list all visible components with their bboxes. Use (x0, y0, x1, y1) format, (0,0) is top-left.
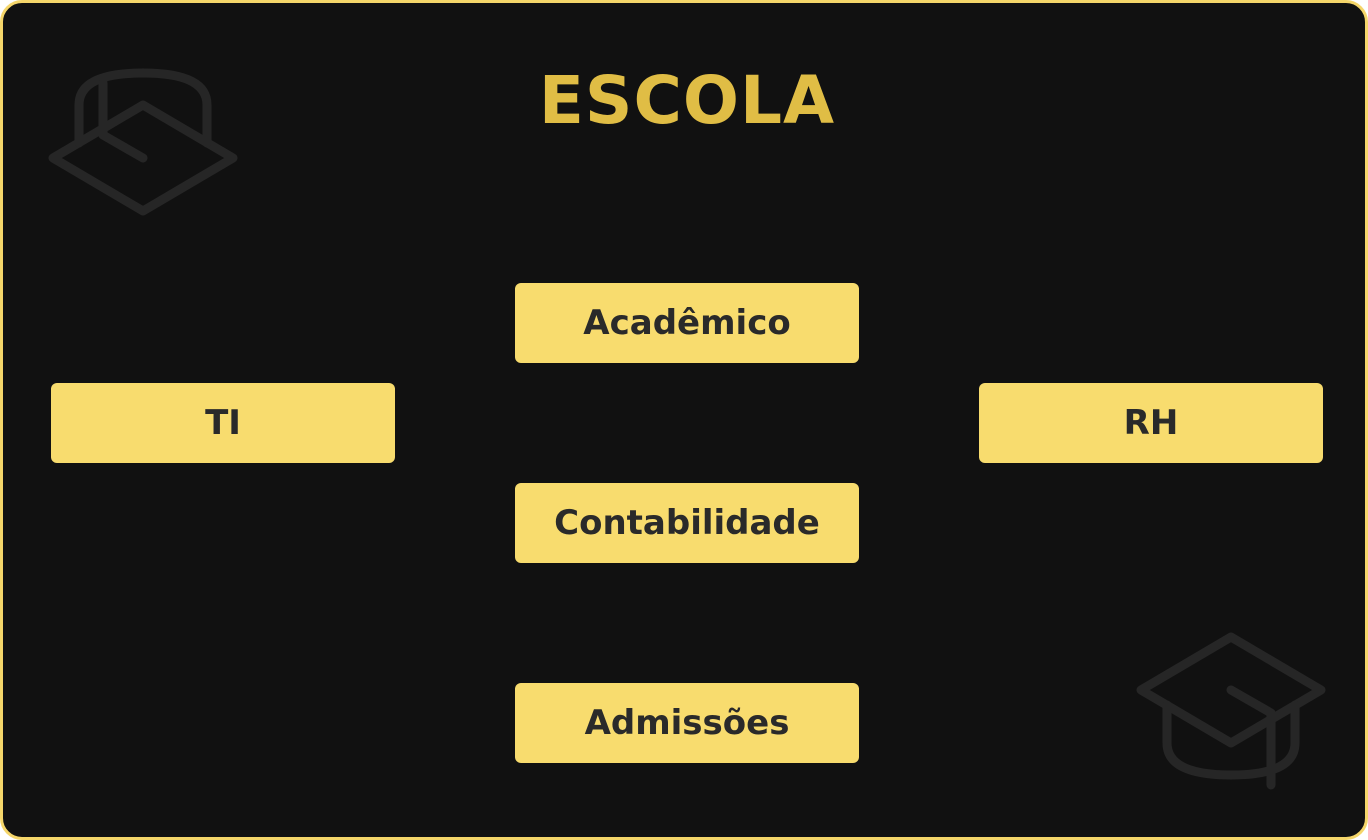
node-admissoes[interactable]: Admissões (515, 683, 859, 763)
graduation-cap-icon (1136, 632, 1326, 790)
node-contabilidade[interactable]: Contabilidade (515, 483, 859, 563)
page-title: ESCOLA (538, 62, 836, 139)
node-academico[interactable]: Acadêmico (515, 283, 859, 363)
node-rh[interactable]: RH (979, 383, 1323, 463)
node-ti[interactable]: TI (51, 383, 395, 463)
graduation-cap-icon (48, 68, 238, 216)
